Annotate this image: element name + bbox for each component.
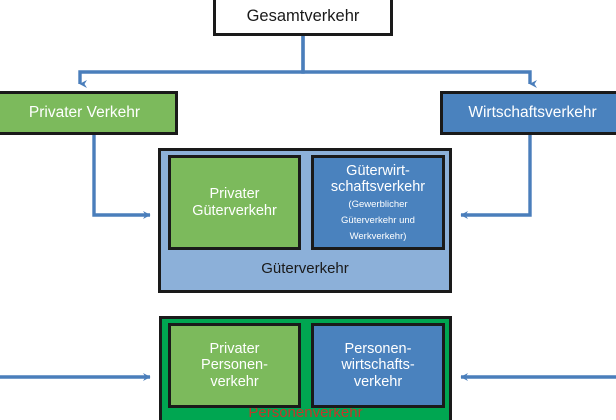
node-privater-personenverkehr[interactable]: Privater Personen- verkehr (168, 323, 301, 408)
connector-root-to-private (78, 36, 305, 88)
node-privater-gueterverkehr-line1: Privater (209, 186, 260, 203)
node-personenwirtschaftsverkehr-line2: wirtschafts- (341, 357, 415, 374)
node-gueterwirtschaftsverkehr-note-line3: Werkverkehr) (349, 230, 407, 242)
node-gesamtverkehr[interactable]: Gesamtverkehr (213, 0, 393, 36)
node-wirtschaftsverkehr-label: Wirtschaftsverkehr (468, 104, 597, 122)
node-privater-gueterverkehr[interactable]: Privater Güterverkehr (168, 155, 301, 250)
node-privater-personenverkehr-line2: Personen- (201, 357, 268, 374)
node-gueterwirtschaftsverkehr[interactable]: Güterwirt- schaftsverkehr (Gewerblicher … (311, 155, 445, 250)
node-personenwirtschaftsverkehr[interactable]: Personen- wirtschafts- verkehr (311, 323, 445, 408)
node-personenwirtschaftsverkehr-line3: verkehr (353, 373, 403, 390)
node-privater-verkehr[interactable]: Privater Verkehr (0, 91, 178, 135)
node-gueterwirtschaftsverkehr-note-line1: (Gewerblicher (348, 199, 408, 211)
node-personenwirtschaftsverkehr-line1: Personen- (344, 341, 412, 358)
node-wirtschaftsverkehr[interactable]: Wirtschaftsverkehr (440, 91, 616, 135)
node-gueterwirtschaftsverkehr-note-line2: Güterverkehr und (341, 215, 415, 227)
group-personenverkehr-label: Personenverkehr (248, 404, 363, 420)
node-privater-gueterverkehr-line2: Güterverkehr (192, 202, 277, 219)
node-gueterwirtschaftsverkehr-line1: Güterwirt- (346, 163, 410, 179)
node-privater-personenverkehr-line3: verkehr (210, 373, 259, 390)
group-gueterverkehr-label: Güterverkehr (261, 260, 349, 278)
connector-commercial-to-freight (460, 135, 532, 219)
node-gueterwirtschaftsverkehr-line2: schaftsverkehr (330, 179, 426, 196)
connector-private-to-freight (92, 135, 151, 219)
connector-root-to-commercial (301, 36, 537, 88)
node-privater-verkehr-label: Privater Verkehr (28, 104, 141, 122)
node-gesamtverkehr-label: Gesamtverkehr (246, 6, 360, 25)
node-privater-personenverkehr-line1: Privater (209, 341, 260, 358)
